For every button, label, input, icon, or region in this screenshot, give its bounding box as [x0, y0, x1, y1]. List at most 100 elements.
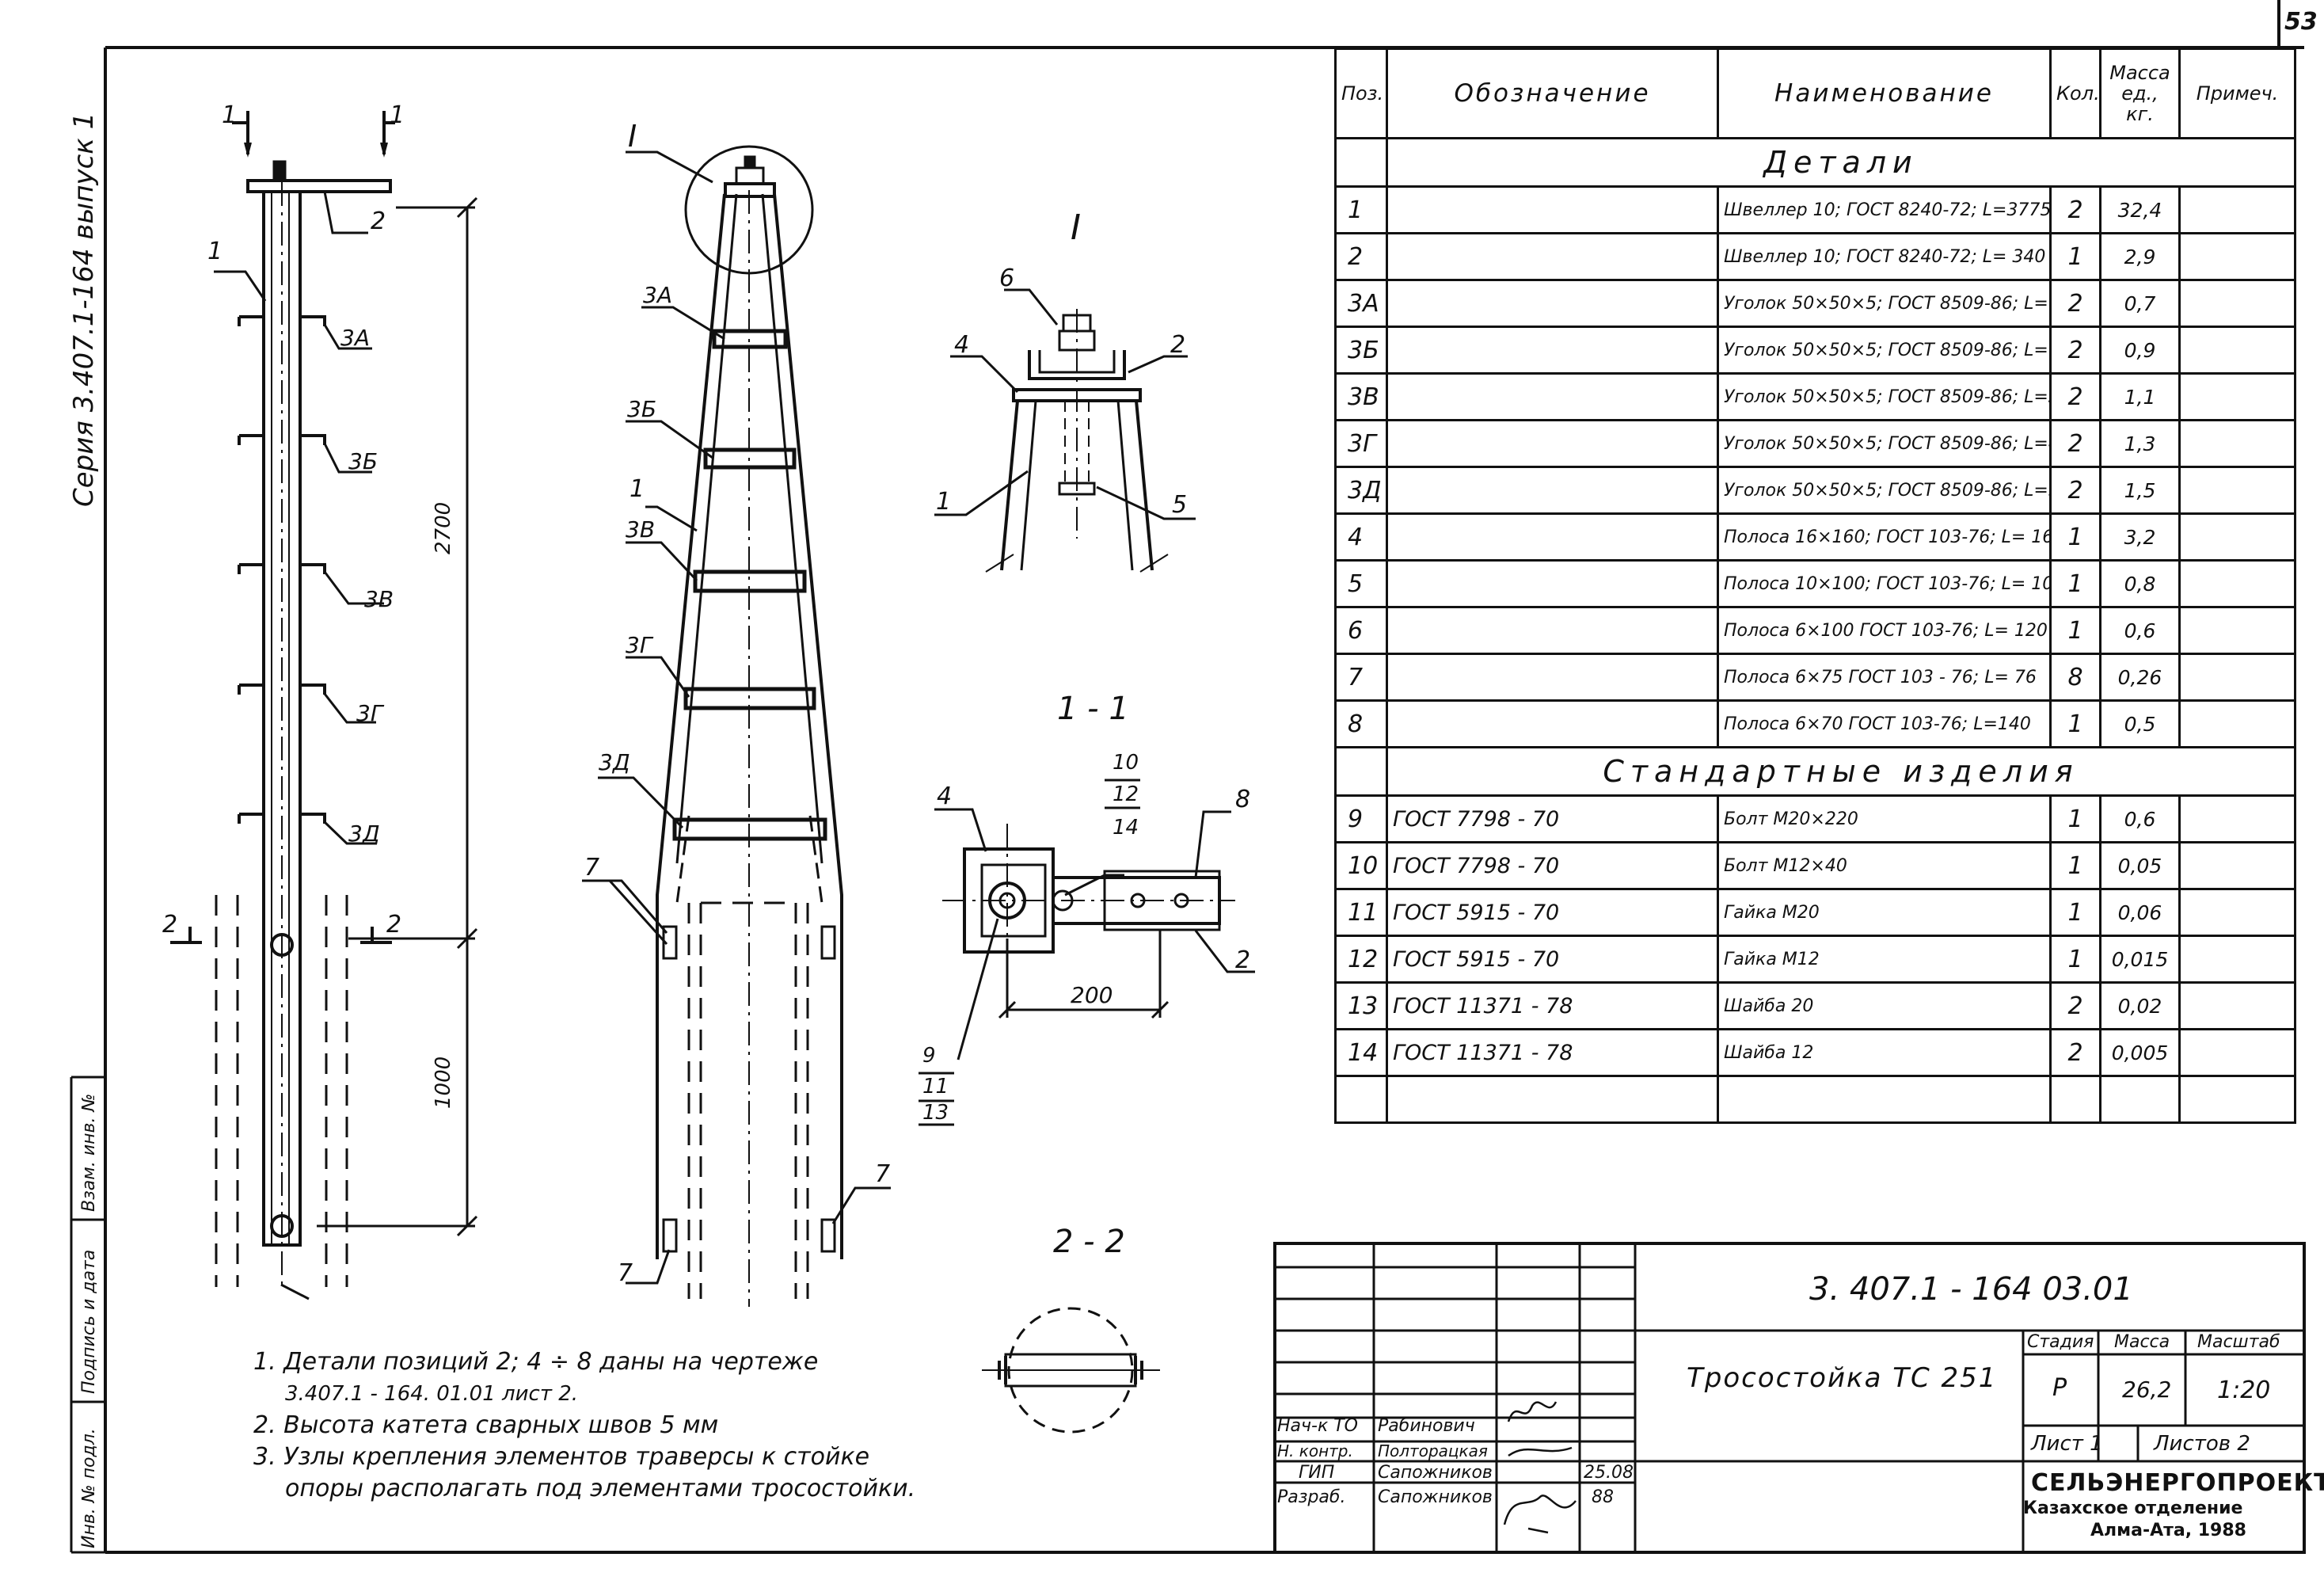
row-mass: 0,005	[2099, 1028, 2181, 1077]
doc-number: 3. 407.1 - 164 03.01	[1809, 1271, 2133, 1308]
row-pos: 3Б	[1334, 326, 1388, 375]
row-qty: 1	[2049, 559, 2101, 608]
row-qty: 1	[2049, 232, 2101, 281]
row-qty: 1	[2049, 888, 2101, 937]
row-note	[2178, 935, 2296, 984]
mass-label: Масса	[2114, 1332, 2170, 1352]
section-mark-1-right: 1	[390, 101, 405, 129]
header-qty: Кол.	[2049, 48, 2101, 139]
empty-row	[1334, 1075, 2296, 1124]
mass-value: 26,2	[2122, 1376, 2172, 1403]
row-designation	[1386, 232, 1719, 281]
row-mass: 0,8	[2099, 559, 2181, 608]
row-pos: 3Г	[1334, 419, 1388, 468]
sec-label-12: 12	[1113, 782, 1139, 806]
row-designation	[1386, 559, 1719, 608]
sig-role-1: Нач-к ТО	[1277, 1416, 1358, 1436]
section-mark-2-left: 2	[162, 911, 178, 939]
row-note	[2178, 232, 2296, 281]
front-label-3a: 3А	[643, 282, 672, 308]
header-note: Примеч.	[2178, 48, 2296, 139]
row-mass: 0,06	[2099, 888, 2181, 937]
sec-label-8: 8	[1235, 786, 1251, 813]
table-cell	[1386, 1075, 1719, 1124]
side-stamp-inventory: Инв. № подл.	[79, 1428, 99, 1548]
item-name: Тросостойка ТС 251	[1687, 1362, 1998, 1394]
row-qty: 1	[2049, 606, 2101, 655]
side-stamp-frame	[70, 1076, 105, 1554]
row-name: Уголок 50×50×5; ГОСТ 8509-86; L=430	[1717, 419, 2052, 468]
row-pos: 12	[1334, 935, 1388, 984]
row-mass: 0,9	[2099, 326, 2181, 375]
row-note	[2178, 1028, 2296, 1077]
note-2: 2. Высота катета сварных швов 5 мм	[253, 1411, 719, 1439]
row-designation: ГОСТ 5915 - 70	[1386, 888, 1719, 937]
row-qty: 2	[2049, 981, 2101, 1030]
side-label-1: 1	[207, 238, 223, 265]
row-qty: 2	[2049, 185, 2101, 234]
node-label-5: 5	[1172, 491, 1188, 519]
sig-name-3: Сапожников	[1378, 1463, 1493, 1483]
row-qty: 1	[2049, 841, 2101, 890]
front-label-7-top: 7	[584, 854, 600, 881]
row-qty: 2	[2049, 419, 2101, 468]
page-number: 53	[2284, 8, 2318, 36]
row-mass: 1,5	[2099, 466, 2181, 515]
stage-value: Р	[2052, 1374, 2067, 1402]
row-mass: 0,6	[2099, 606, 2181, 655]
row-note	[2178, 606, 2296, 655]
stage-label: Стадия	[2027, 1332, 2094, 1352]
row-mass: 1,1	[2099, 372, 2181, 421]
front-view	[582, 145, 891, 1307]
sec-label-11: 11	[922, 1075, 949, 1099]
row-designation: ГОСТ 5915 - 70	[1386, 935, 1719, 984]
section-2-2-view	[982, 1307, 1160, 1434]
row-qty: 2	[2049, 279, 2101, 328]
row-mass: 32,4	[2099, 185, 2181, 234]
row-pos: 10	[1334, 841, 1388, 890]
row-name: Швеллер 10; ГОСТ 8240-72; L=3775	[1717, 185, 2052, 234]
scale-label: Масштаб	[2197, 1332, 2280, 1352]
sheet-number: Лист 1	[2031, 1432, 2103, 1456]
front-label-3g: 3Г	[626, 632, 652, 658]
row-pos: 3А	[1334, 279, 1388, 328]
section-row-details: Детали	[1334, 137, 2296, 188]
row-pos: 7	[1334, 653, 1388, 702]
node-label-2: 2	[1170, 331, 1186, 359]
row-name: Уголок 50×50×5; ГОСТ 8509-86; L= 290	[1717, 326, 2052, 375]
front-label-3b: 3Б	[627, 396, 657, 422]
side-label-3v: 3В	[364, 586, 394, 612]
table-cell	[1334, 746, 1388, 797]
scale-value: 1:20	[2217, 1376, 2271, 1404]
row-note	[2178, 512, 2296, 562]
sig-role-3: ГИП	[1299, 1463, 1335, 1483]
row-note	[2178, 794, 2296, 843]
row-mass: 3,2	[2099, 512, 2181, 562]
row-pos: 3В	[1334, 372, 1388, 421]
table-cell	[2049, 1075, 2101, 1124]
node-label-6: 6	[999, 265, 1015, 292]
series-label: Серия 3.407.1-164 выпуск 1	[68, 112, 100, 507]
row-name: Полоса 16×160; ГОСТ 103-76; L= 160	[1717, 512, 2052, 562]
sec-label-4: 4	[937, 782, 953, 810]
node-I-title: I	[1071, 208, 1081, 248]
row-qty: 1	[2049, 512, 2101, 562]
row-name: Шайба 12	[1717, 1028, 2052, 1077]
row-pos: 8	[1334, 699, 1388, 748]
row-designation	[1386, 606, 1719, 655]
section-row-standard: Стандартные изделия	[1334, 746, 2296, 797]
row-designation	[1386, 279, 1719, 328]
row-name: Полоса 6×75 ГОСТ 103 - 76; L= 76	[1717, 653, 2052, 702]
row-name: Полоса 6×70 ГОСТ 103-76; L=140	[1717, 699, 2052, 748]
row-note	[2178, 466, 2296, 515]
row-mass: 1,3	[2099, 419, 2181, 468]
row-qty: 2	[2049, 466, 2101, 515]
